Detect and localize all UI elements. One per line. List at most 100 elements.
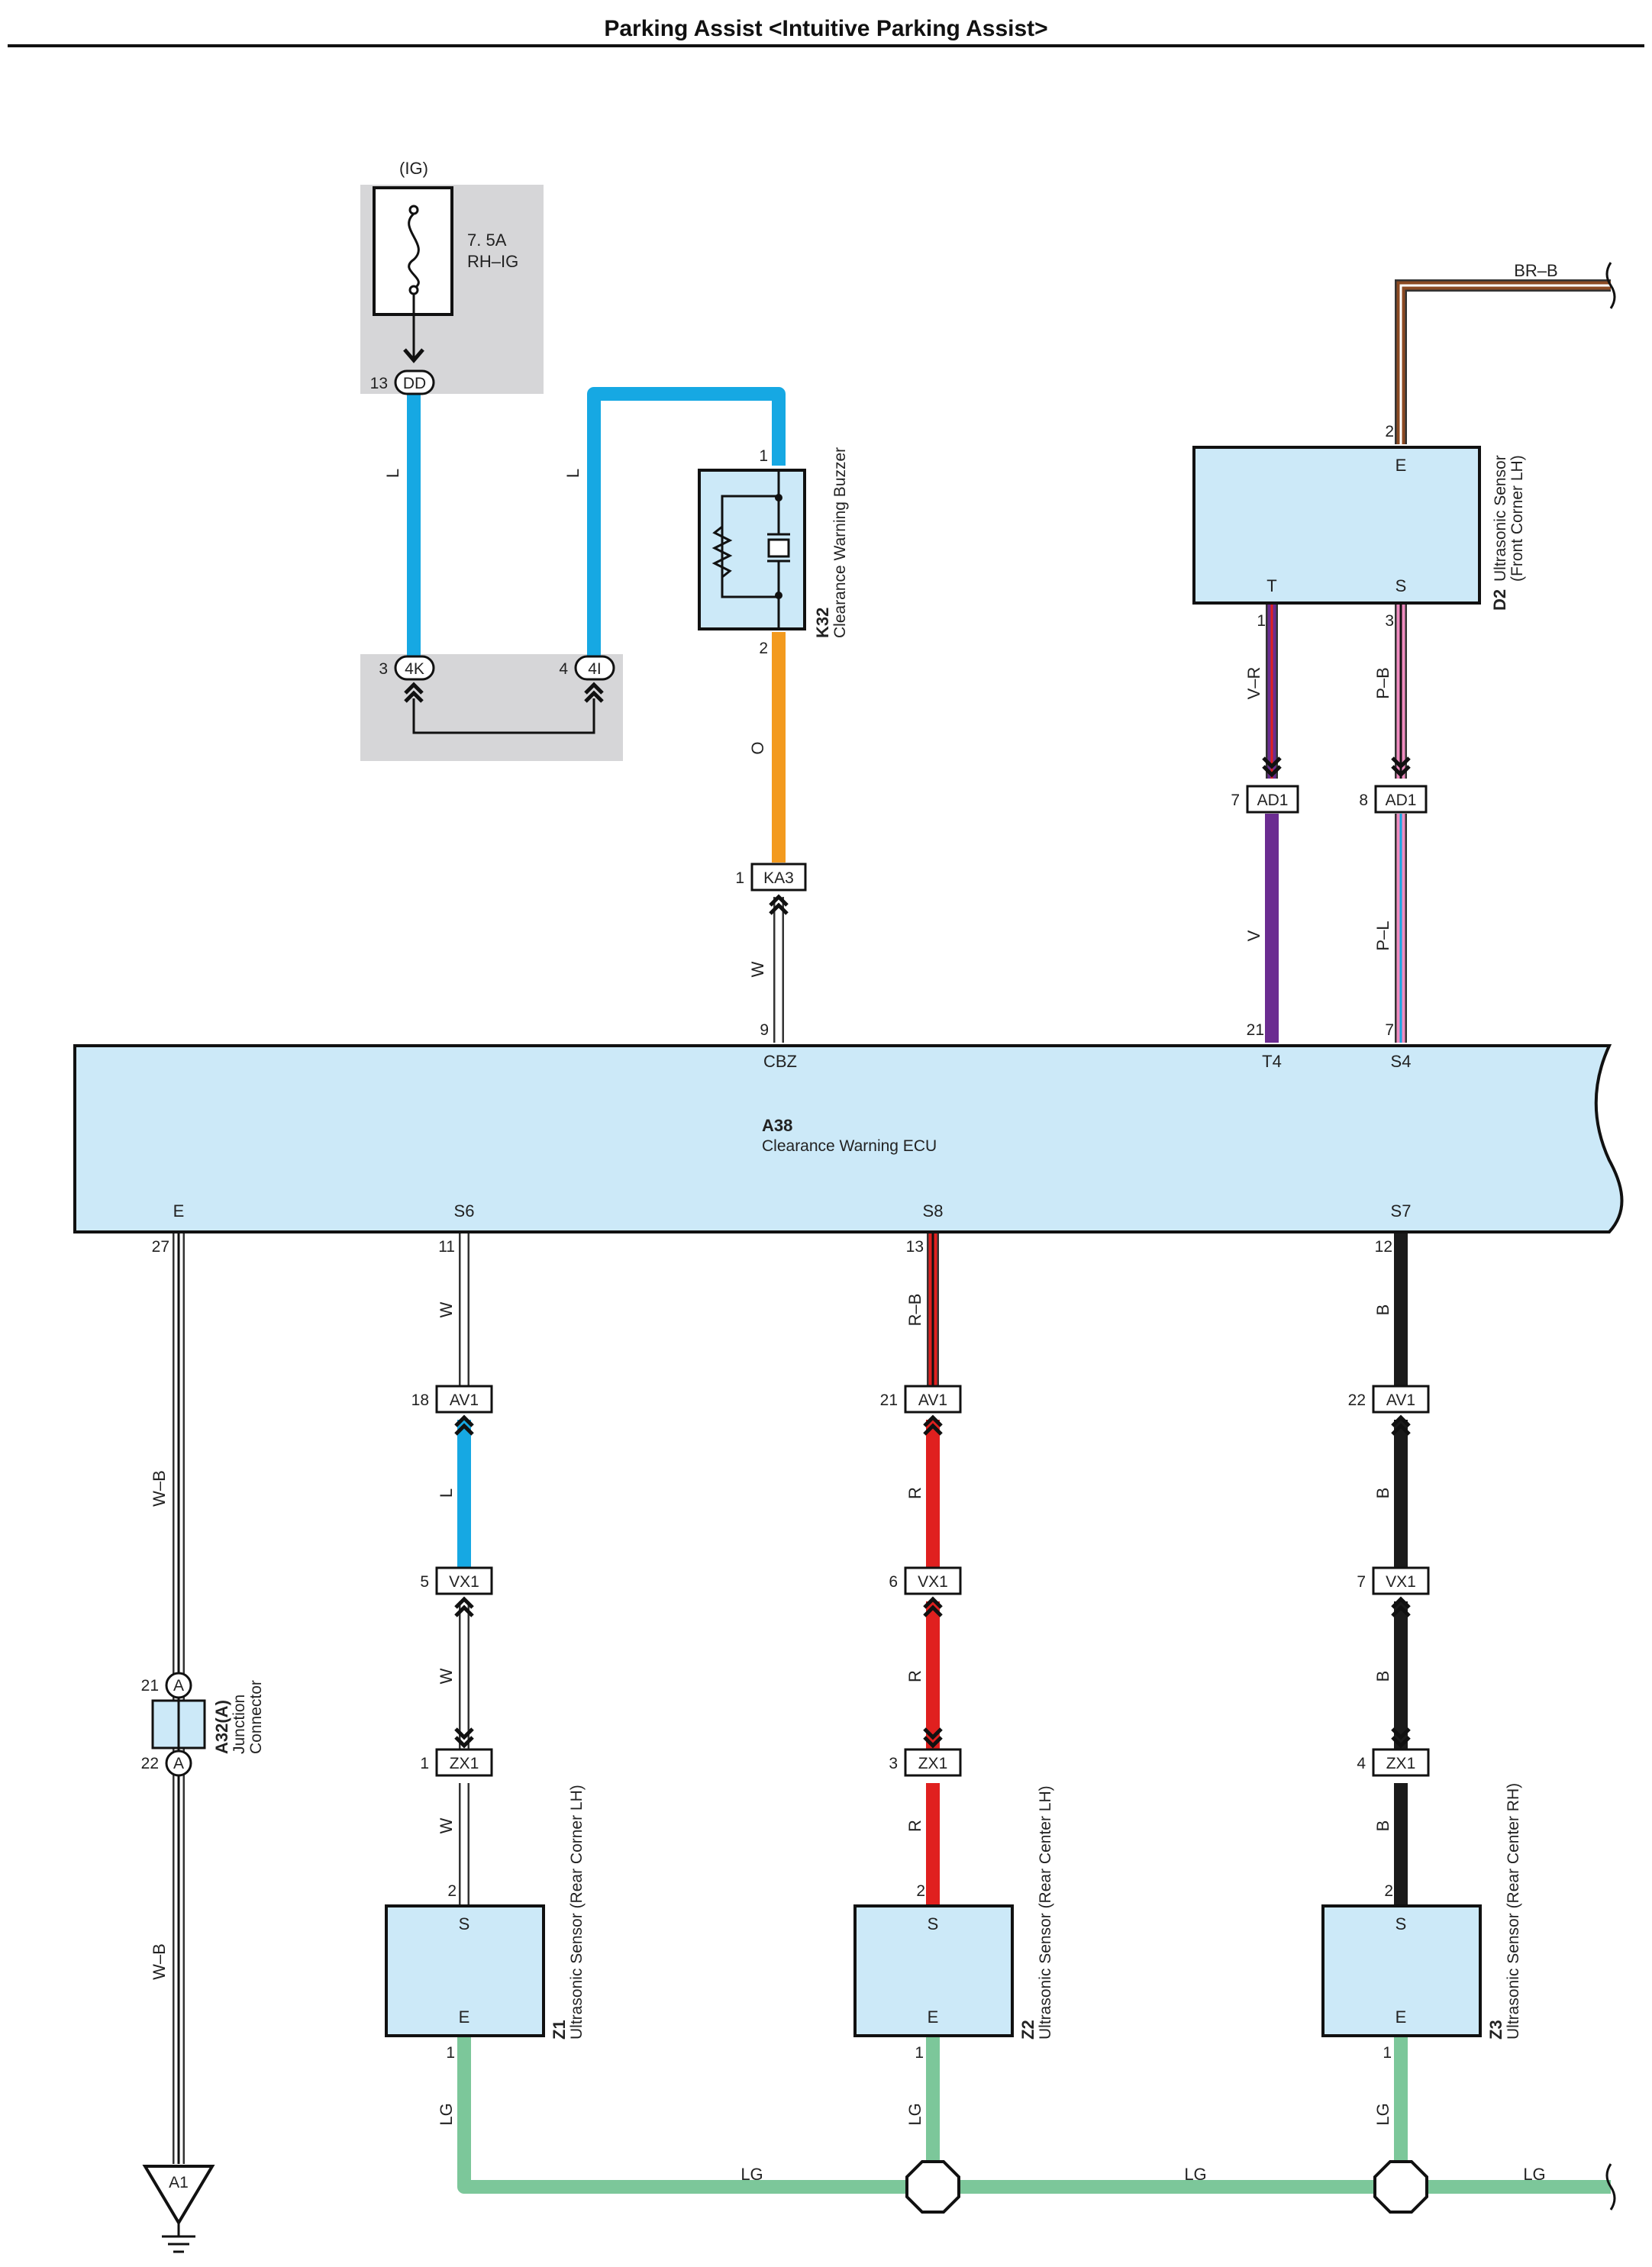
d2-caption: D2 Ultrasonic Sensor (Front Corner LH): [1490, 455, 1526, 611]
wire-label-s8-r1: R: [905, 1487, 924, 1499]
ecu-term-e: E: [173, 1201, 185, 1221]
wire-label-s7-b2: B: [1373, 1488, 1392, 1499]
z3-caption: Z3 Ultrasonic Sensor (Rear Center RH): [1486, 1783, 1522, 2040]
connector-av1-s8-code: AV1: [918, 1391, 947, 1409]
connector-dd-pin: 13: [370, 375, 388, 392]
connector-av1-s6-code: AV1: [450, 1391, 479, 1409]
wire-label-s8-r3: R: [905, 1820, 924, 1832]
z1-name: Ultrasonic Sensor (Rear Corner LH): [568, 1785, 586, 2040]
z2-pin-s: 2: [916, 1882, 925, 1900]
ecu-pin-s6: 11: [438, 1238, 455, 1256]
z1-pin-s: 2: [447, 1882, 457, 1900]
buzzer-icon: [711, 470, 790, 629]
z2-term-s: S: [928, 1914, 939, 1933]
connector-vx1-s8-pin: 6: [889, 1573, 898, 1591]
connector-ad1-t-pin: 7: [1231, 792, 1240, 809]
d2-code: D2: [1490, 589, 1509, 611]
z1-term-s: S: [459, 1914, 470, 1933]
connector-av1-s7-pin: 22: [1348, 1391, 1366, 1409]
wire-label-lg-h2: LG: [1184, 2165, 1206, 2184]
connector-ka3-code: KA3: [763, 869, 794, 887]
wire-label-br-b: BR–B: [1514, 261, 1557, 280]
connector-ad1-s: [1374, 785, 1428, 814]
wire-label-s6-w2: W: [437, 1668, 456, 1684]
z1-term-e: E: [459, 2007, 470, 2027]
wire-label-l2: L: [563, 469, 582, 478]
ecu-pin-s8: 13: [906, 1238, 924, 1256]
connector-zx1-s8-code: ZX1: [918, 1755, 948, 1772]
connector-vx1-s8-code: VX1: [918, 1573, 948, 1591]
junction-name2: Connector: [247, 1680, 265, 1754]
sensor-z3: [1321, 1904, 1482, 2037]
ecu-pin-e: 27: [152, 1238, 169, 1256]
fuse-name: RH–IG: [467, 252, 518, 271]
ecu-term-t4: T4: [1262, 1052, 1282, 1071]
connector-4k: [394, 655, 435, 681]
sensor-z1: [385, 1904, 545, 2037]
fuse-icon: [403, 205, 424, 363]
connector-vx1-s7-code: VX1: [1386, 1573, 1416, 1591]
d2-term-s: S: [1395, 576, 1407, 595]
page-title: Parking Assist <Intuitive Parking Assist…: [604, 16, 1047, 41]
connector-dd-code: DD: [403, 375, 426, 392]
z3-name: Ultrasonic Sensor (Rear Center RH): [1505, 1783, 1522, 2040]
junction-pin-bottom: 22: [141, 1755, 159, 1772]
connector-4i-pin: 4: [559, 660, 568, 678]
connector-vx1-s6-pin: 5: [420, 1573, 429, 1591]
wire-label-s6-w1: W: [437, 1301, 456, 1317]
d2-term-t: T: [1266, 576, 1276, 595]
z3-pin-s: 2: [1384, 1882, 1393, 1900]
connector-4k-code: 4K: [405, 660, 424, 678]
junction-caption: A32(A) Junction Connector: [212, 1680, 265, 1754]
ecu-pin-t4: 21: [1247, 1021, 1264, 1039]
d2-pin-e: 2: [1385, 423, 1394, 440]
connector-vx1-s7-pin: 7: [1357, 1573, 1366, 1591]
ground-a1: [142, 2165, 215, 2226]
wire-label-s7-b3: B: [1373, 1671, 1392, 1682]
z2-pin-e: 1: [915, 2044, 924, 2062]
ecu-pin-s7: 12: [1375, 1238, 1392, 1256]
wire-l-4i-buzzer: [587, 387, 786, 656]
junction-name1: Junction: [231, 1695, 248, 1754]
ecu-a38: [73, 1044, 1624, 1233]
break-mark-br-b: [1605, 262, 1616, 309]
connector-ad1-s-pin: 8: [1359, 792, 1368, 809]
connector-zx1-s6-pin: 1: [420, 1755, 429, 1772]
connector-vx1-s6-code: VX1: [449, 1573, 479, 1591]
buzzer-code: K32: [813, 608, 832, 638]
connector-av1-s6: [435, 1385, 493, 1414]
junction-code: A32(A): [212, 1700, 231, 1754]
connector-dd: [394, 369, 435, 395]
wire-label-lg-h3: LG: [1523, 2165, 1545, 2184]
z1-pin-e: 1: [446, 2044, 455, 2062]
junction-letter-top: A: [173, 1677, 184, 1695]
break-mark-lg: [1605, 2163, 1616, 2211]
junction-letter-bottom: A: [173, 1755, 184, 1772]
ecu-term-cbz: CBZ: [763, 1052, 797, 1071]
connector-zx1-s8: [904, 1748, 962, 1777]
connector-ad1-s-code: AD1: [1386, 792, 1417, 809]
connector-zx1-s7: [1372, 1748, 1430, 1777]
z3-term-e: E: [1395, 2007, 1407, 2027]
d2-pin-t: 1: [1257, 612, 1266, 630]
connector-4i-code: 4I: [588, 660, 602, 678]
connector-vx1-s7: [1372, 1566, 1430, 1595]
ecu-name: Clearance Warning ECU: [762, 1137, 937, 1155]
wire-br-b: [1395, 279, 1611, 444]
wire-label-w-cbz: W: [748, 961, 767, 977]
ecu-pin-s4: 7: [1385, 1021, 1394, 1039]
z1-code: Z1: [550, 2020, 569, 2040]
junction-block-bridge: [405, 685, 602, 734]
connector-vx1-s8: [904, 1566, 962, 1595]
wire-label-p-b: P–B: [1373, 667, 1392, 699]
z3-pin-e: 1: [1383, 2044, 1392, 2062]
connector-av1-s6-pin: 18: [411, 1391, 429, 1409]
z1-caption: Z1 Ultrasonic Sensor (Rear Corner LH): [550, 1785, 586, 2040]
ecu-term-s4: S4: [1391, 1052, 1412, 1071]
splice-point-2: [1373, 2160, 1428, 2214]
wire-label-p-l: P–L: [1373, 921, 1392, 950]
wire-label-s8-rb: R–B: [905, 1294, 924, 1327]
wire-label-s7-b1: B: [1373, 1304, 1392, 1316]
wire-label-w-b-upper: W–B: [150, 1470, 169, 1507]
